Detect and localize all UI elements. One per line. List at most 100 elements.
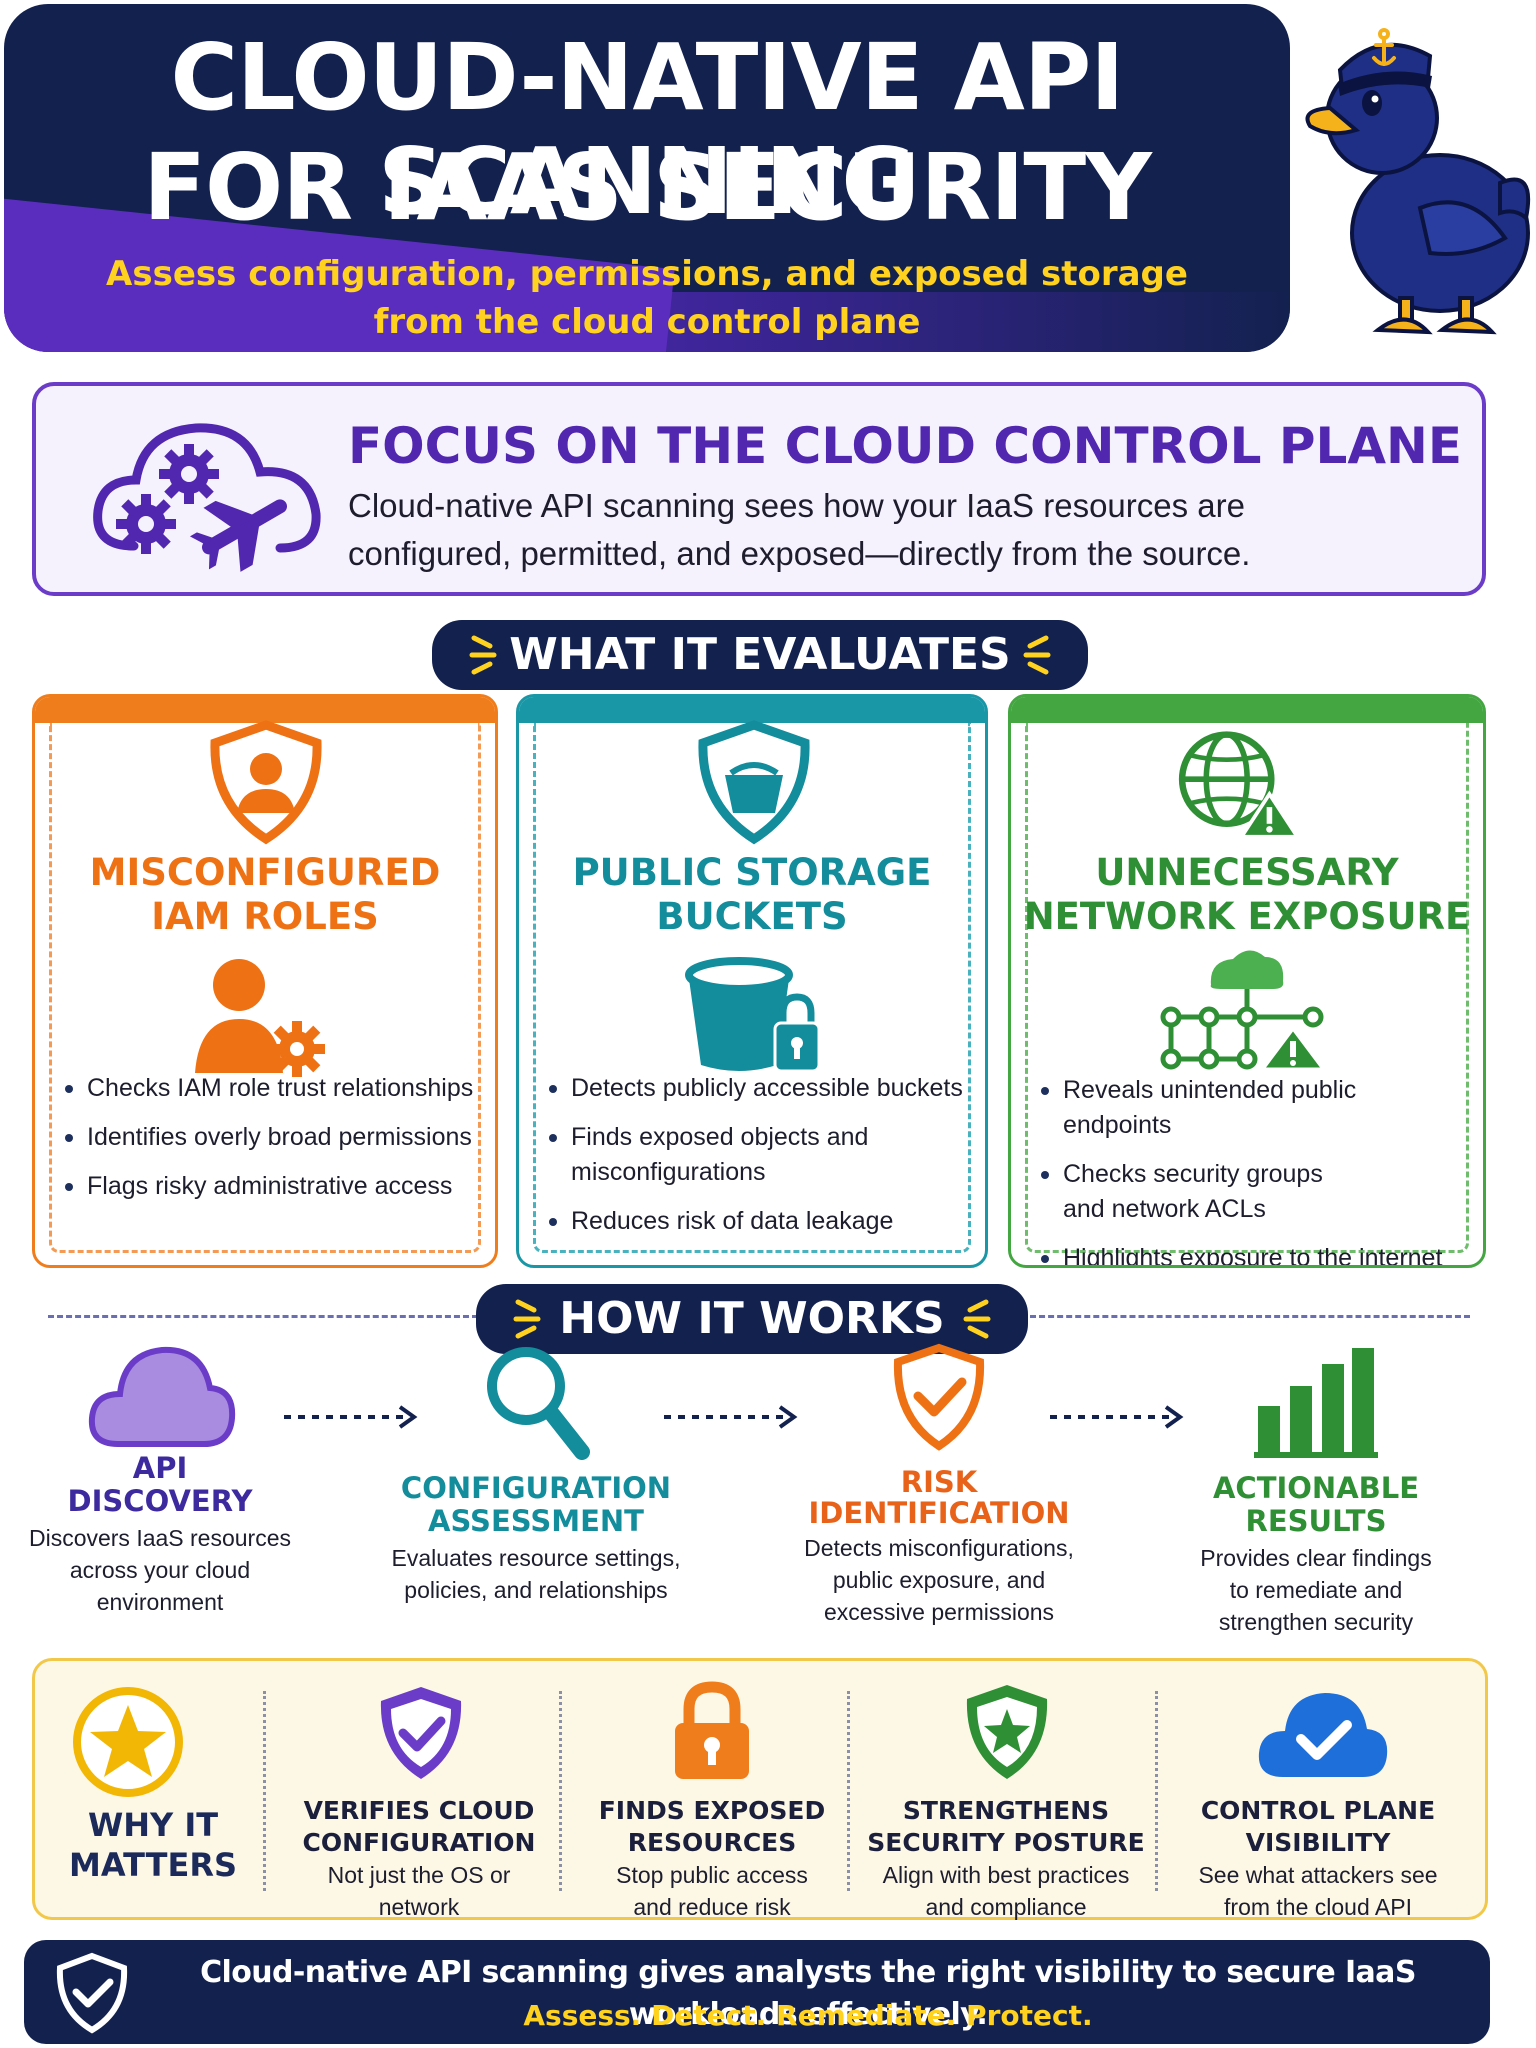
flow-arrow-icon	[284, 1405, 418, 1429]
bullet-item: Reduces risk of data leakage	[547, 1204, 967, 1239]
step-configuration-assessment: CONFIGURATION ASSESSMENT Evaluates resou…	[386, 1340, 686, 1630]
column-divider	[263, 1691, 266, 1891]
why-item-title-line1: VERIFIES CLOUD	[303, 1796, 535, 1825]
bullet-item: Checks IAM role trust relationships	[63, 1071, 477, 1106]
magnifier-icon	[487, 1347, 590, 1460]
step-desc-line1: Evaluates resource settings,	[391, 1545, 681, 1571]
step-desc-line1: Provides clear findings	[1200, 1545, 1432, 1571]
focus-body-line2: configured, permitted, and exposed—direc…	[348, 535, 1251, 572]
step-api-discovery: API DISCOVERY Discovers IaaS resources a…	[20, 1340, 300, 1630]
page-title-line2: FOR IAAS SECURITY	[143, 134, 1152, 241]
why-item-title-line2: VISIBILITY	[1245, 1828, 1391, 1857]
column-divider	[559, 1691, 562, 1891]
bullet-item: Identifies overly broad permissions	[63, 1120, 477, 1155]
page-subtitle-line2: from the cloud control plane	[373, 302, 921, 342]
card-bullet-list: Checks IAM role trust relationships Iden…	[63, 1071, 477, 1218]
bullet-item: Reveals unintended public endpoints	[1039, 1073, 1465, 1143]
column-divider	[1155, 1691, 1158, 1891]
step-desc-line3: environment	[96, 1589, 224, 1615]
flow-arrow-icon	[664, 1405, 798, 1429]
step-desc-line1: Detects misconfigurations,	[804, 1535, 1074, 1561]
step-title-line2: IDENTIFICATION	[808, 1496, 1070, 1530]
step-desc-line2: policies, and relationships	[404, 1577, 668, 1603]
step-title-line2: RESULTS	[1245, 1504, 1387, 1538]
shield-check-icon	[380, 1687, 462, 1779]
card-dashed-frame	[533, 723, 971, 1253]
why-title: WHY IT MATTERS	[53, 1805, 253, 1885]
why-item-desc-line2: from the cloud API	[1224, 1894, 1412, 1920]
section-divider-left	[48, 1315, 478, 1318]
why-item-desc-line2: and compliance	[925, 1894, 1087, 1920]
eval-card-storage-buckets: PUBLIC STORAGE BUCKETS Detects publicly …	[516, 694, 988, 1268]
card-dashed-frame	[49, 723, 481, 1253]
step-title-line2: DISCOVERY	[67, 1484, 253, 1518]
cloud-icon	[88, 1346, 236, 1447]
why-item-title-line2: RESOURCES	[627, 1828, 797, 1857]
why-item-verifies: VERIFIES CLOUD CONFIGURATION Not just th…	[271, 1661, 567, 1923]
card-title-line1: UNNECESSARY	[1095, 851, 1399, 894]
evaluates-heading-pill: WHAT IT EVALUATES	[432, 620, 1088, 690]
bullet-item: Detects publicly accessible buckets	[547, 1071, 967, 1106]
focus-panel: FOCUS ON THE CLOUD CONTROL PLANE Cloud-n…	[32, 382, 1486, 596]
why-item-desc-line1: Stop public access	[616, 1862, 808, 1888]
step-desc-line2: to remediate and	[1229, 1577, 1403, 1603]
step-risk-identification: RISK IDENTIFICATION Detects misconfigura…	[784, 1340, 1094, 1630]
card-title-line1: MISCONFIGURED	[89, 851, 441, 894]
why-item-title-line2: SECURITY POSTURE	[867, 1828, 1145, 1857]
focus-title: FOCUS ON THE CLOUD CONTROL PLANE	[348, 417, 1463, 475]
why-item-desc-line1: Not just the OS or	[327, 1862, 511, 1888]
bullet-item: Finds exposed objects and misconfigurati…	[547, 1120, 877, 1190]
user-gear-icon	[195, 959, 325, 1077]
network-cloud-warning-icon	[1160, 950, 1326, 1071]
why-title-line2: MATTERS	[68, 1846, 238, 1884]
why-it-matters-panel: WHY IT MATTERS VERIFIES CLOUD CONFIGURAT…	[32, 1658, 1488, 1920]
section-divider-right	[1030, 1315, 1470, 1318]
step-actionable-results: ACTIONABLE RESULTS Provides clear findin…	[1176, 1340, 1456, 1640]
bullet-item: Checks security groups and network ACLs	[1039, 1157, 1369, 1227]
step-title-line1: API	[132, 1451, 188, 1485]
globe-warning-icon	[1178, 731, 1301, 839]
step-desc-line3: strengthen security	[1218, 1609, 1414, 1635]
card-title-line2: BUCKETS	[656, 895, 848, 938]
bullet-item: Highlights exposure to the internet	[1039, 1241, 1465, 1265]
bar-chart-icon	[1254, 1348, 1378, 1458]
why-item-title-line1: STRENGTHENS	[902, 1796, 1110, 1825]
card-topbar	[1011, 697, 1483, 723]
why-item-visibility: CONTROL PLANE VISIBILITY See what attack…	[1163, 1661, 1473, 1923]
bullet-item: Flags risky administrative access	[63, 1169, 477, 1204]
cloud-check-icon	[1258, 1693, 1388, 1777]
how-heading-pill: HOW IT WORKS	[476, 1284, 1028, 1354]
column-divider	[847, 1691, 850, 1891]
evaluates-heading: WHAT IT EVALUATES	[509, 629, 1011, 680]
cloud-gears-icon	[93, 423, 321, 572]
star-badge-icon	[73, 1687, 183, 1797]
how-heading: HOW IT WORKS	[559, 1293, 945, 1344]
footer-message: Cloud-native API scanning gives analysts…	[200, 1955, 1416, 2032]
bucket-shield-icon	[698, 720, 810, 845]
spark-left-icon	[469, 635, 497, 675]
eval-card-iam-roles: MISCONFIGURED IAM ROLES Checks IAM role …	[32, 694, 498, 1268]
spark-right-icon	[963, 1299, 991, 1339]
spark-right-icon	[1023, 635, 1051, 675]
why-item-title-line1: CONTROL PLANE	[1200, 1796, 1436, 1825]
why-item-desc-line1: Align with best practices	[882, 1862, 1130, 1888]
why-item-strengthens: STRENGTHENS SECURITY POSTURE Align with …	[853, 1661, 1159, 1923]
footer-banner: Cloud-native API scanning gives analysts…	[24, 1940, 1490, 2044]
user-shield-icon	[210, 720, 322, 845]
eval-card-network-exposure: UNNECESSARY NETWORK EXPOSURE Reveals uni…	[1008, 694, 1486, 1268]
shield-star-icon	[966, 1685, 1048, 1779]
card-topbar	[519, 697, 985, 723]
step-title-line2: ASSESSMENT	[428, 1504, 644, 1538]
shield-check-icon	[56, 1952, 128, 2034]
step-desc-line2: across your cloud	[69, 1557, 251, 1583]
bucket-lock-icon	[685, 957, 821, 1073]
focus-body-line1: Cloud-native API scanning sees how your …	[348, 487, 1245, 524]
card-dashed-frame	[1025, 723, 1469, 1253]
why-item-desc-line2: and reduce risk	[633, 1894, 791, 1920]
focus-description: Cloud-native API scanning sees how your …	[348, 482, 1468, 578]
card-title-line1: PUBLIC STORAGE	[572, 851, 932, 894]
why-title-line1: WHY IT	[87, 1806, 219, 1844]
sailor-duck-icon	[1305, 28, 1531, 335]
why-item-title-line1: FINDS EXPOSED	[598, 1796, 826, 1825]
step-desc-line3: excessive permissions	[823, 1599, 1055, 1625]
